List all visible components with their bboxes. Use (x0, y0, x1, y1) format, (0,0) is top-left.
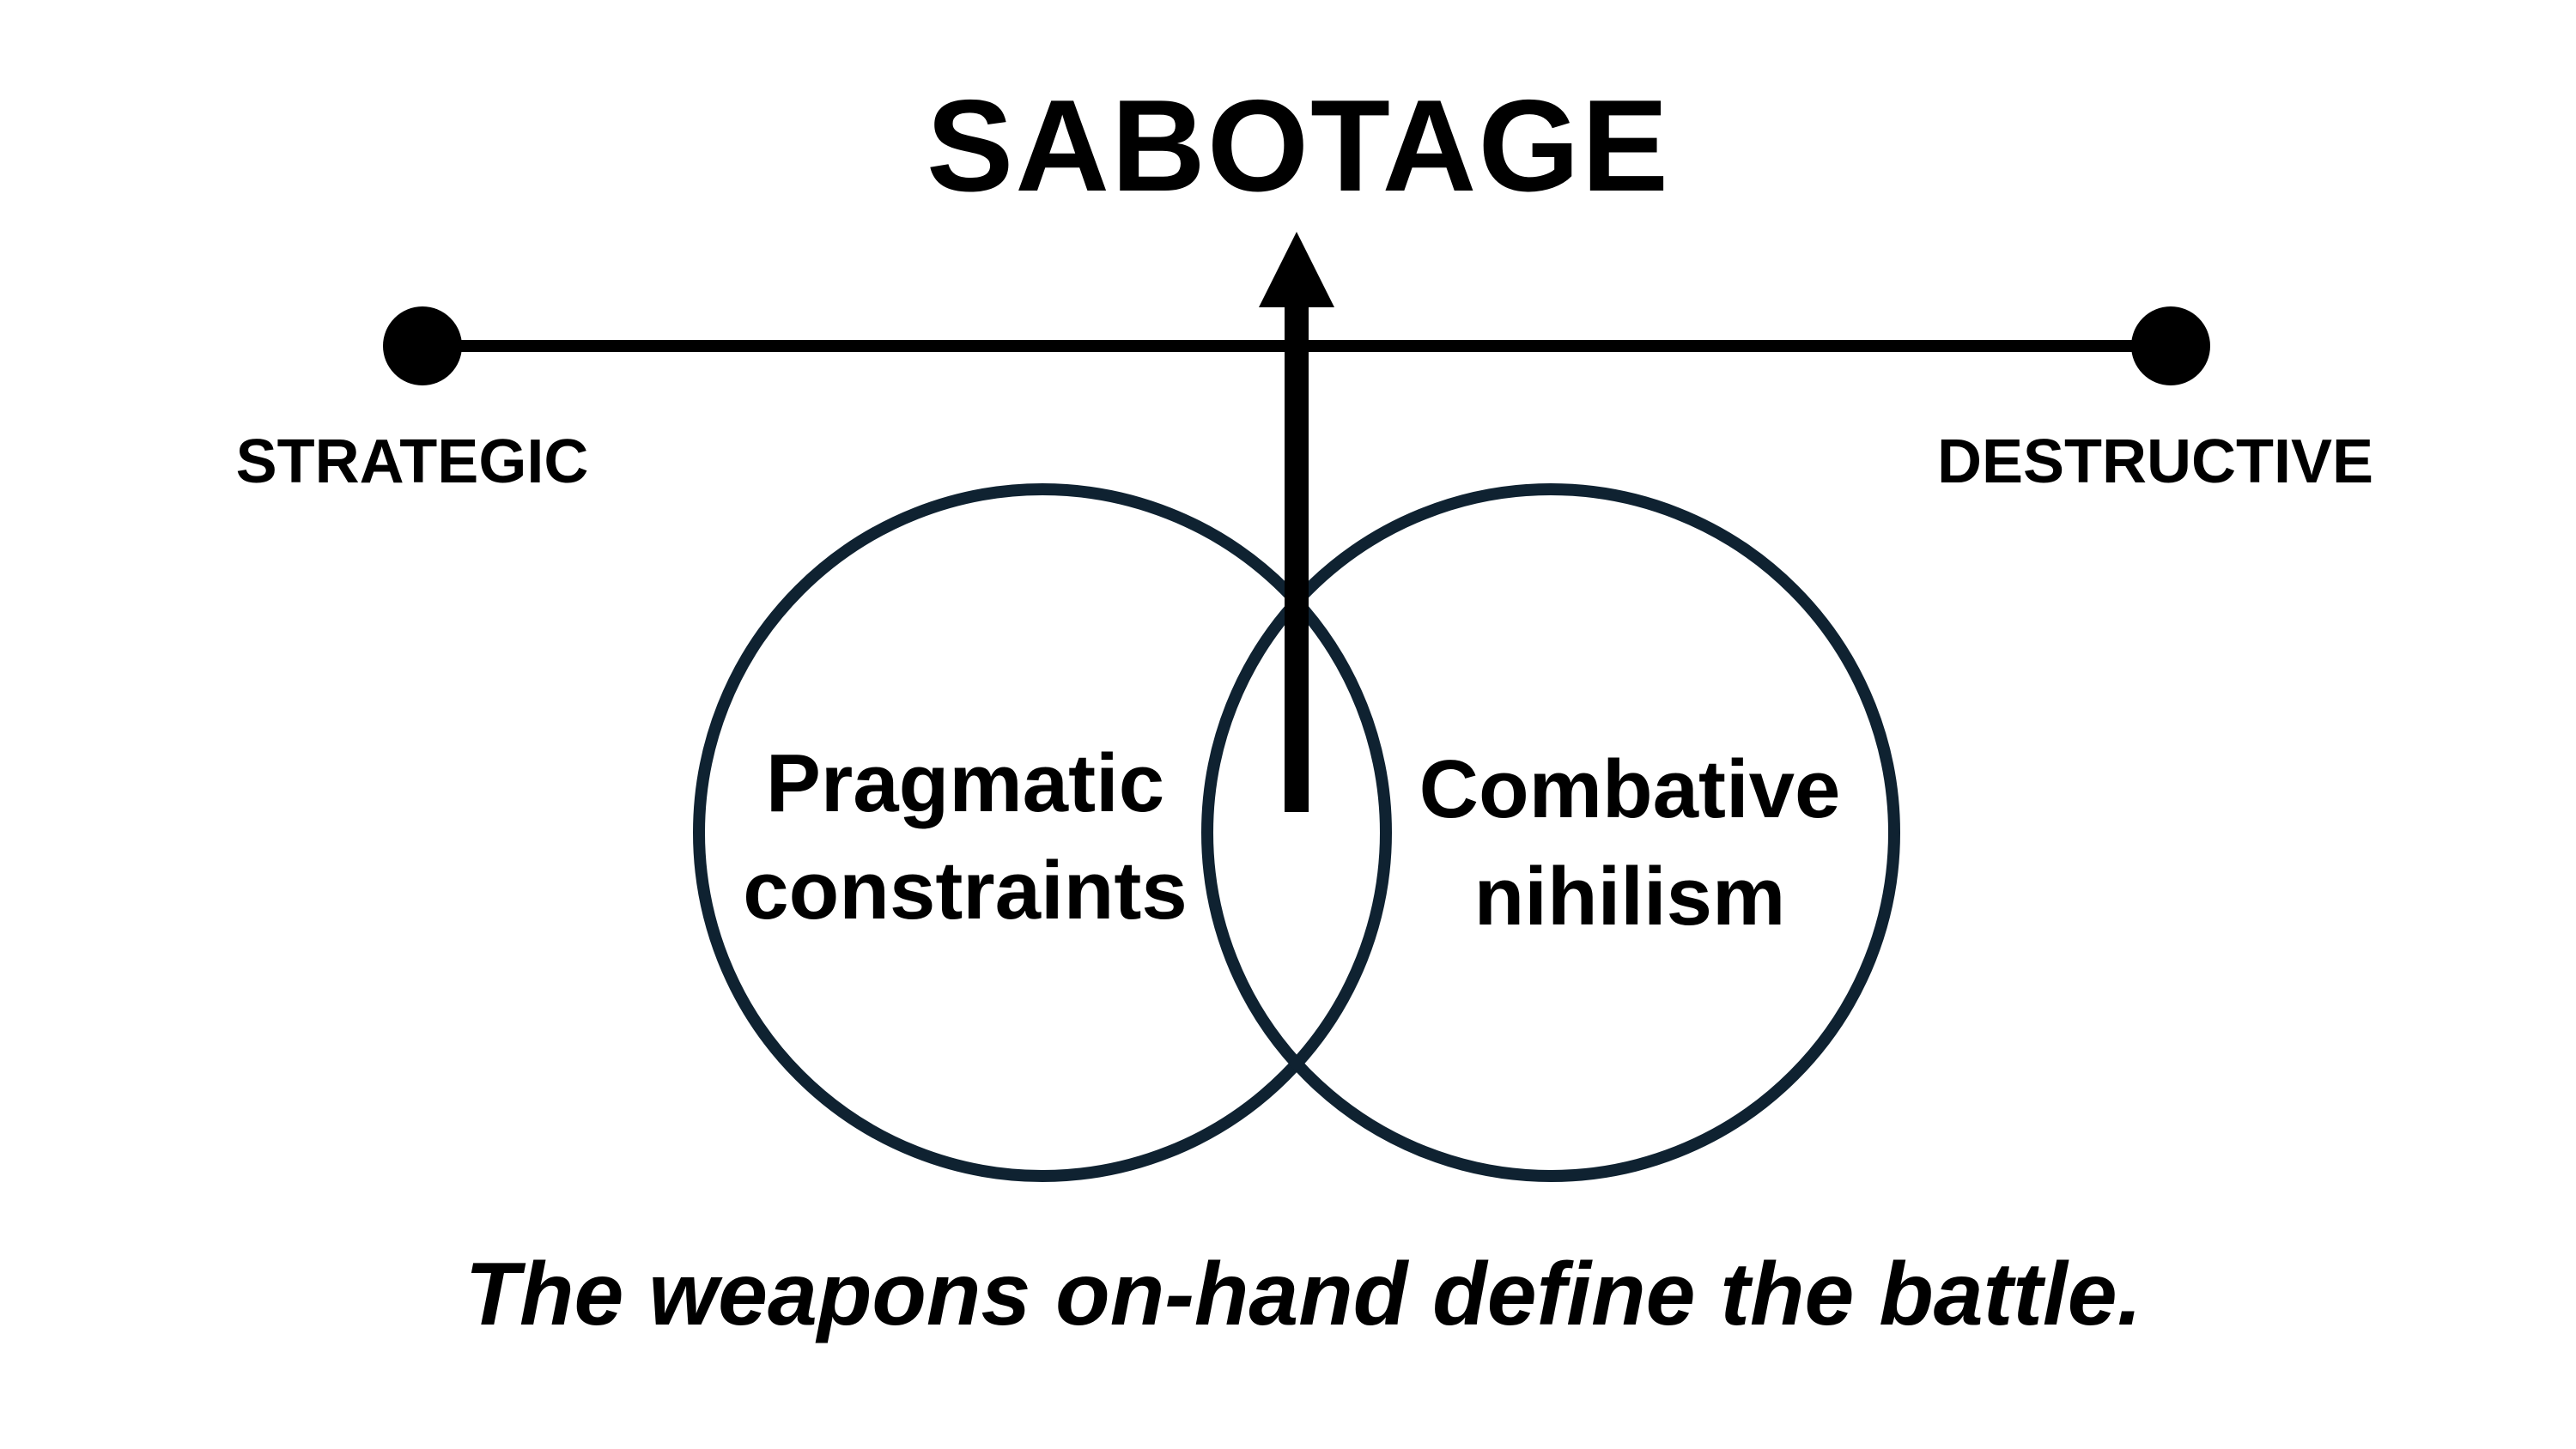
right-circle-label-line1: Combative (1419, 743, 1841, 835)
left-circle-label-line2: constraints (743, 845, 1187, 937)
strategic-label: STRATEGIC (236, 427, 589, 496)
pragmatic-constraints-circle (693, 483, 1392, 1182)
diagram-caption: The weapons on-hand define the battle. (465, 1245, 2142, 1344)
diagram-title: SABOTAGE (927, 73, 1670, 219)
arrow-shaft (1285, 300, 1309, 812)
arrow-up-icon (1259, 232, 1334, 307)
right-circle-label-line2: nihilism (1474, 851, 1786, 943)
combative-nihilism-circle (1201, 483, 1900, 1182)
destructive-label: DESTRUCTIVE (1937, 427, 2373, 496)
strategic-endpoint-dot (383, 306, 462, 385)
destructive-endpoint-dot (2131, 306, 2210, 385)
left-circle-label-line1: Pragmatic (766, 737, 1164, 829)
